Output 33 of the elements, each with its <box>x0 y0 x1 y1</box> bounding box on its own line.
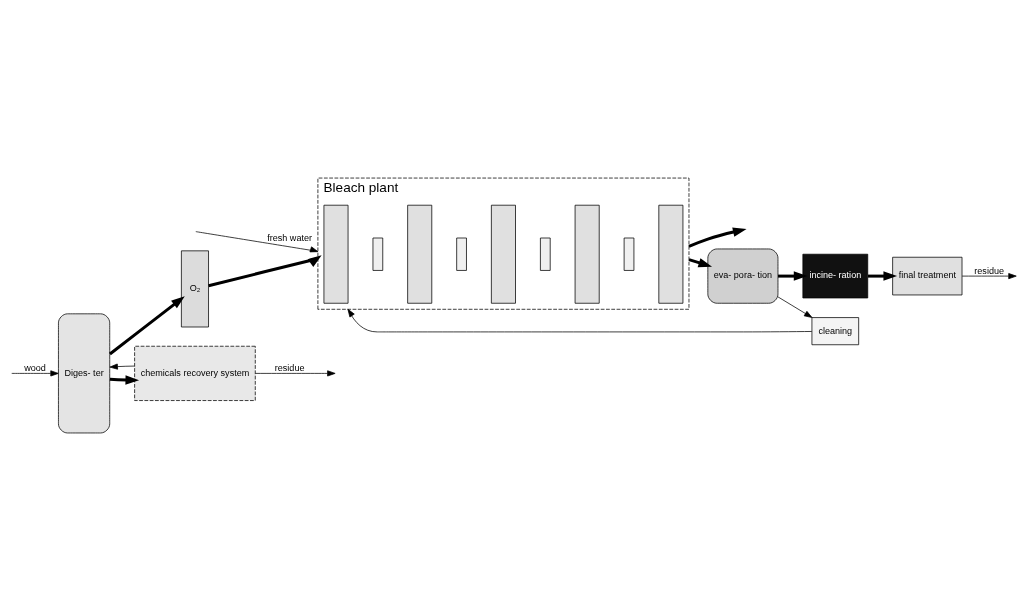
node-box: final treatment <box>892 256 963 296</box>
arrow <box>109 363 135 370</box>
node-bar <box>407 204 433 304</box>
arrow <box>109 296 185 356</box>
node-box: chemicals recovery system <box>134 345 256 401</box>
edge-label: fresh water <box>267 233 312 244</box>
arrow <box>961 273 1017 280</box>
node-box <box>623 237 635 271</box>
edge-label: wood <box>24 362 46 373</box>
node-box <box>540 237 551 271</box>
node-box: Diges- ter <box>58 313 111 434</box>
node-box: O₂ <box>181 250 209 328</box>
arrow <box>778 271 808 281</box>
node-bar <box>491 204 516 304</box>
node-box: eva- pora- tion <box>707 248 779 304</box>
node-bar <box>658 204 684 304</box>
arrow <box>347 308 813 333</box>
node-bar <box>574 204 600 304</box>
arrow <box>208 255 322 288</box>
cluster: Bleach plant <box>317 177 690 310</box>
node-box: cleaning <box>811 317 860 346</box>
node-box <box>372 237 384 271</box>
edge-label: residue <box>274 362 305 373</box>
arrow <box>195 231 319 253</box>
arrow <box>777 296 813 318</box>
arrow <box>11 370 59 377</box>
node-box <box>456 237 467 271</box>
edge-label: residue <box>974 265 1005 276</box>
node-box: incine- ration <box>802 253 869 299</box>
arrow <box>688 258 713 268</box>
arrow <box>255 370 336 377</box>
arrow <box>688 227 747 248</box>
node-bar <box>323 204 349 304</box>
